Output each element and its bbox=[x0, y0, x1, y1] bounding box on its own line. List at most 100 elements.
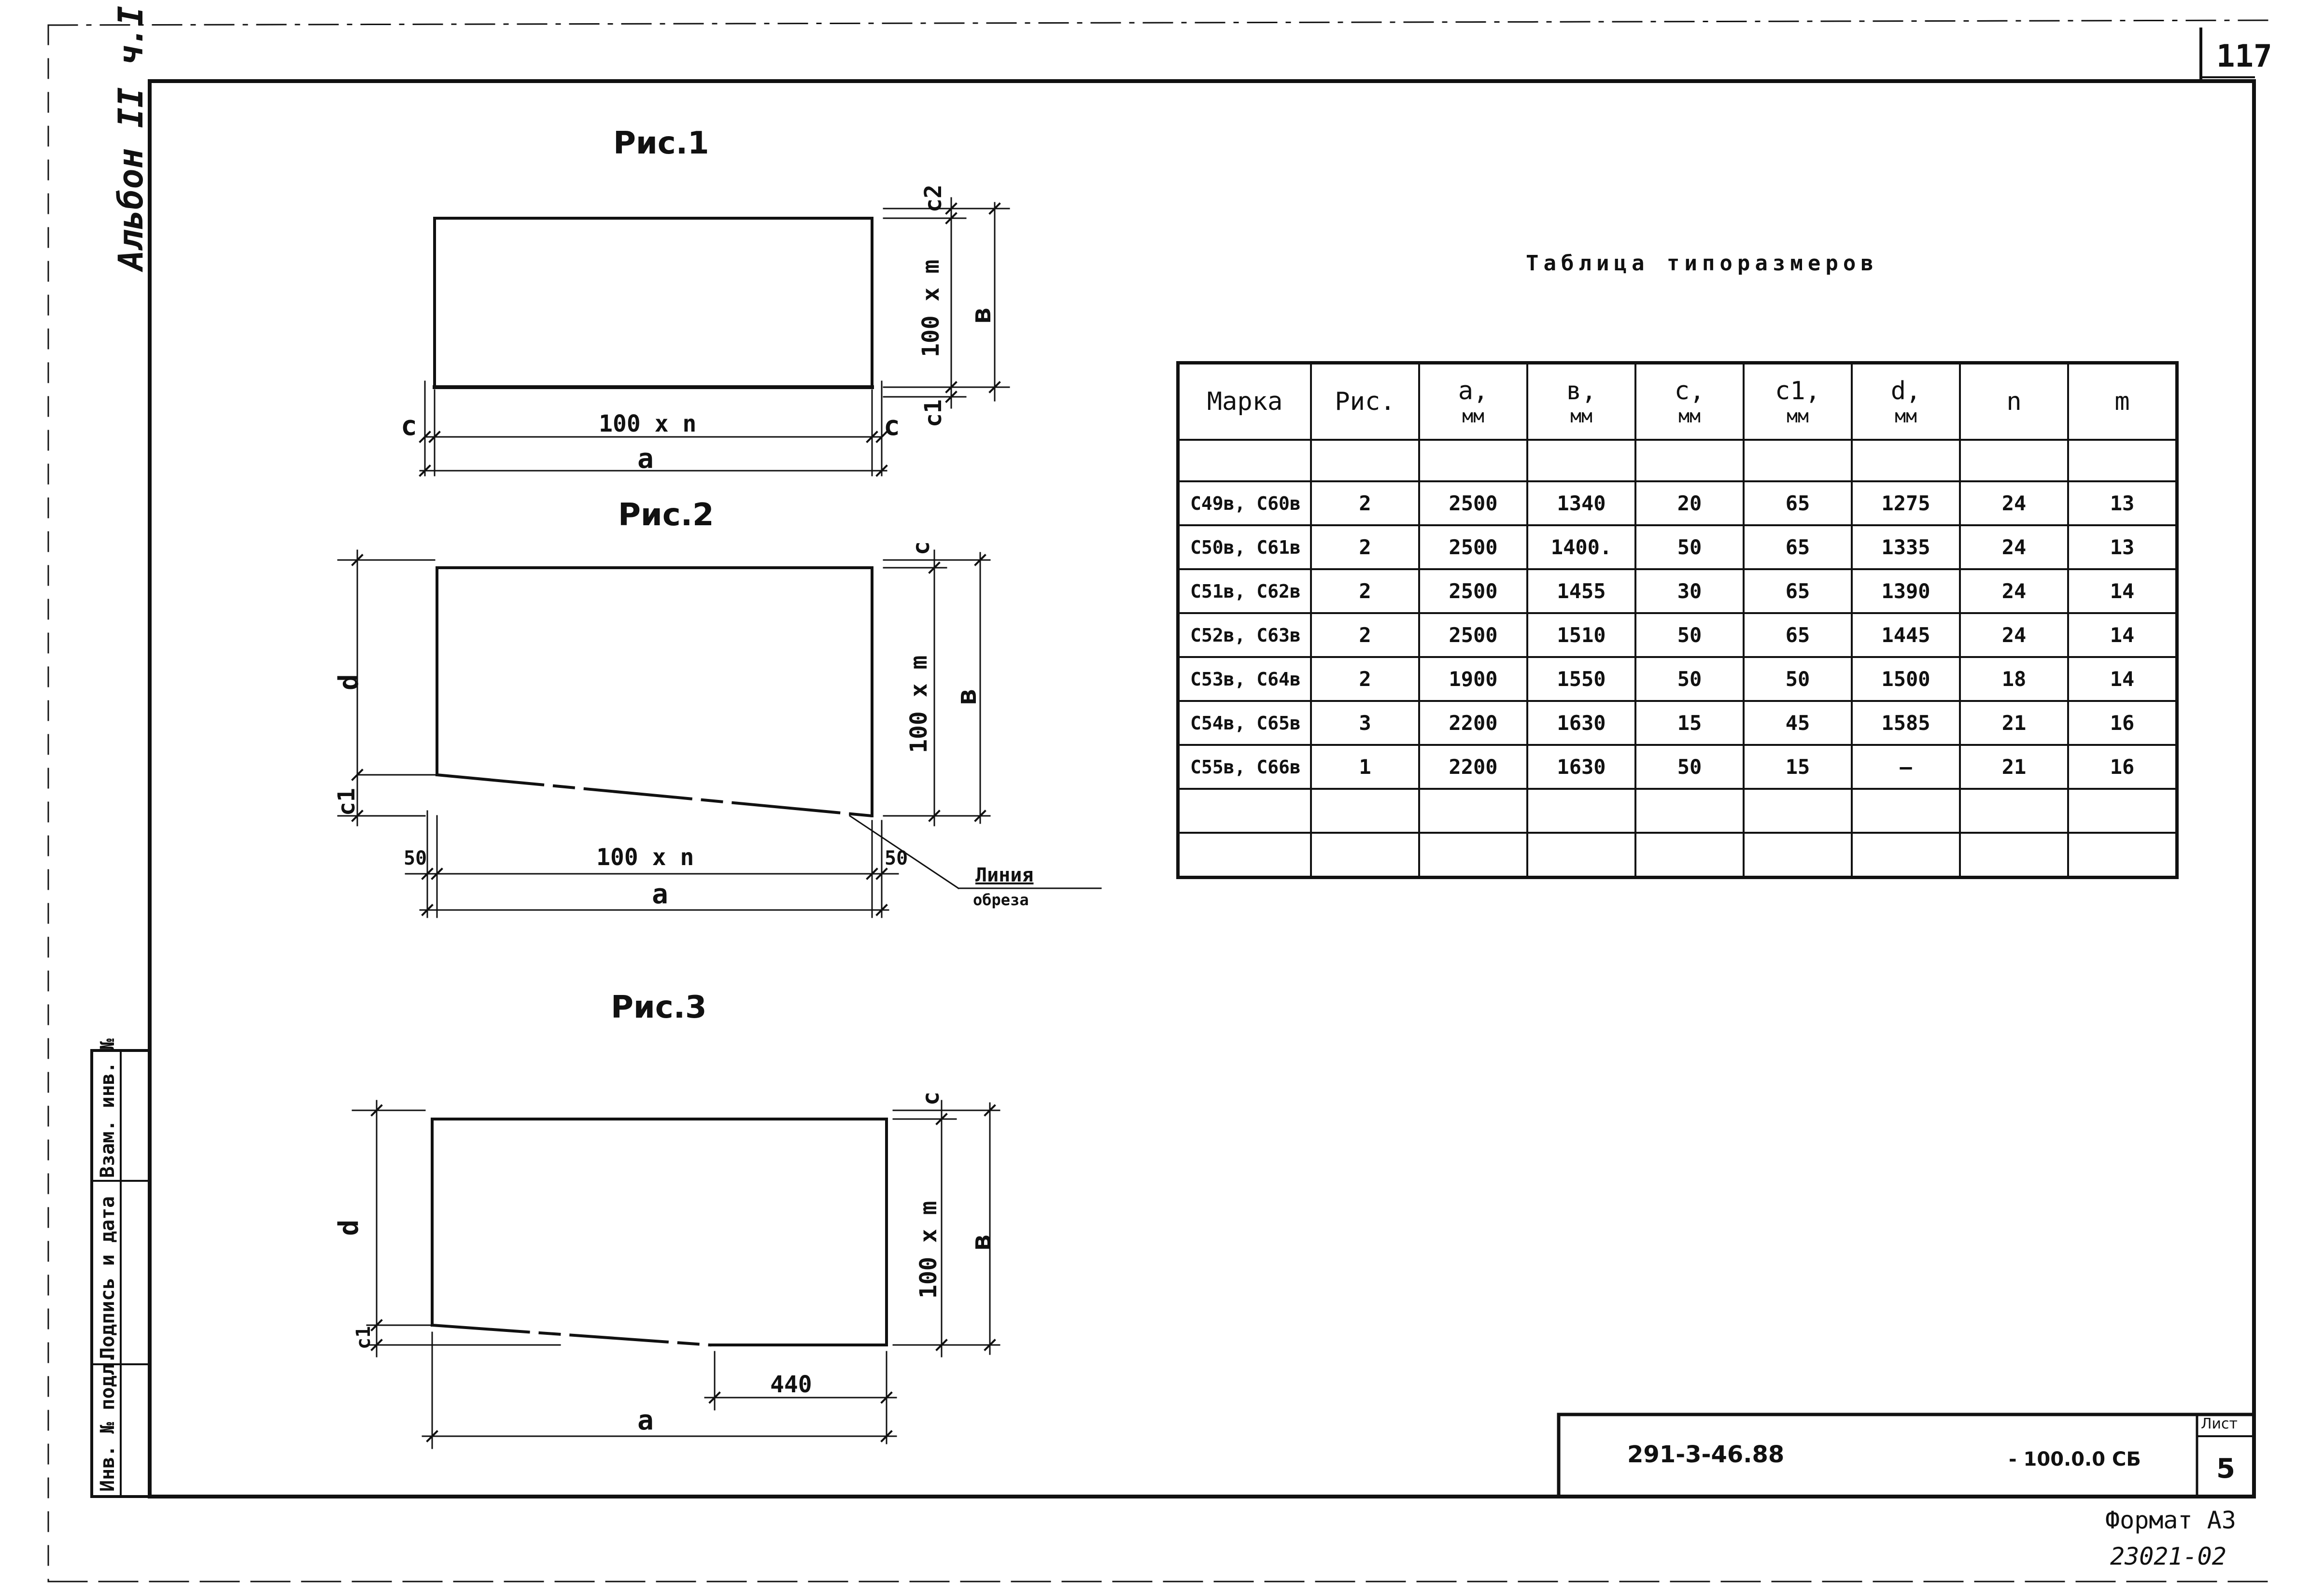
cell-a: 2200 bbox=[1418, 700, 1528, 746]
cell-a: 2500 bbox=[1418, 524, 1528, 570]
header-c: c,мм bbox=[1634, 362, 1745, 441]
table-row-empty bbox=[1177, 832, 2178, 879]
fig3-dim-a: a bbox=[637, 1405, 654, 1436]
cell-n: 24 bbox=[1959, 524, 2069, 570]
table-row-empty bbox=[1177, 788, 2178, 834]
cell-d: 1335 bbox=[1851, 524, 1961, 570]
fig3-panel-outline bbox=[431, 1118, 888, 1346]
fig3-dim-440: 440 bbox=[770, 1371, 812, 1398]
header-c1: c1,мм bbox=[1743, 362, 1853, 441]
fig2-dim-c: c bbox=[908, 541, 935, 555]
cell-m: 14 bbox=[2067, 612, 2178, 658]
stamp-inv-original: Инв. № подл. bbox=[97, 1352, 119, 1492]
cell-marka: C52в, C63в bbox=[1177, 612, 1312, 658]
header-a: a,мм bbox=[1418, 362, 1528, 441]
header-marka: Марка bbox=[1177, 362, 1312, 441]
table-row: C50в, C61в 2 2500 1400. 50 65 1335 24 13 bbox=[1177, 524, 2178, 570]
cell-n: 24 bbox=[1959, 612, 2069, 658]
title-block-sheet-number: 5 bbox=[2216, 1453, 2235, 1484]
cell-c1: 65 bbox=[1743, 568, 1853, 614]
cell-m: 16 bbox=[2067, 744, 2178, 790]
fig3-title: Рис.3 bbox=[611, 990, 707, 1025]
cell-marka: C50в, C61в bbox=[1177, 524, 1312, 570]
cell-b: 1400. bbox=[1526, 524, 1636, 570]
header-fig: Рис. bbox=[1310, 362, 1420, 441]
fig3-dim-c: c bbox=[917, 1092, 944, 1106]
fig2-panel-outline bbox=[436, 566, 873, 817]
cell-m: 13 bbox=[2067, 524, 2178, 570]
cell-c: 50 bbox=[1634, 656, 1745, 702]
cell-c: 50 bbox=[1634, 744, 1745, 790]
cell-marka: C55в, C66в bbox=[1177, 744, 1312, 790]
fig2-dim-100n: 100 x n bbox=[596, 844, 694, 871]
table-row: C51в, C62в 2 2500 1455 30 65 1390 24 14 bbox=[1177, 568, 2178, 614]
cell-d: 1445 bbox=[1851, 612, 1961, 658]
cell-marka: C53в, C64в bbox=[1177, 656, 1312, 702]
header-b: в,мм bbox=[1526, 362, 1636, 441]
table-row: C53в, C64в 2 1900 1550 50 50 1500 18 14 bbox=[1177, 656, 2178, 702]
album-label: Альбон II ч.I bbox=[111, 6, 151, 270]
fig3-dim-100m: 100 x m bbox=[915, 1201, 942, 1299]
cell-n: 24 bbox=[1959, 480, 2069, 526]
cell-a: 2200 bbox=[1418, 744, 1528, 790]
cell-m: 16 bbox=[2067, 700, 2178, 746]
cell-d: — bbox=[1851, 744, 1961, 790]
fig2-cut-line-label-2: обреза bbox=[973, 891, 1029, 909]
cell-c1: 45 bbox=[1743, 700, 1853, 746]
fig3-dim-b: в bbox=[966, 1234, 997, 1250]
cell-n: 18 bbox=[1959, 656, 2069, 702]
cell-fig: 2 bbox=[1310, 568, 1420, 614]
fig1-dim-c-right: c bbox=[884, 410, 900, 442]
fig2-dim-d: d bbox=[333, 674, 365, 690]
cell-c: 15 bbox=[1634, 700, 1745, 746]
cell-c1: 65 bbox=[1743, 524, 1853, 570]
cell-a: 1900 bbox=[1418, 656, 1528, 702]
table-row: C55в, C66в 1 2200 1630 50 15 — 21 16 bbox=[1177, 744, 2178, 790]
fig1-dim-b: в bbox=[966, 307, 997, 323]
cell-m: 14 bbox=[2067, 656, 2178, 702]
cell-b: 1630 bbox=[1526, 744, 1636, 790]
fig3-dim-c1: c1 bbox=[352, 1326, 375, 1349]
fig2-cut-line-label: Линия bbox=[975, 864, 1034, 886]
cell-fig: 2 bbox=[1310, 524, 1420, 570]
table-row-blank bbox=[1177, 439, 2178, 482]
table-row: C52в, C63в 2 2500 1510 50 65 1445 24 14 bbox=[1177, 612, 2178, 658]
fig2-dim-c1: c1 bbox=[333, 788, 360, 816]
cell-b: 1550 bbox=[1526, 656, 1636, 702]
cell-fig: 3 bbox=[1310, 700, 1420, 746]
header-m: m bbox=[2067, 362, 2178, 441]
fig1-dim-a: a bbox=[637, 443, 654, 475]
cell-a: 2500 bbox=[1418, 612, 1528, 658]
cell-d: 1500 bbox=[1851, 656, 1961, 702]
page-number: 117 bbox=[2216, 39, 2272, 74]
fig1-dim-c2: c2 bbox=[920, 184, 947, 212]
header-d: d,мм bbox=[1851, 362, 1961, 441]
fig3-dim-d: d bbox=[333, 1219, 365, 1236]
title-block-sheet-label: Лист bbox=[2201, 1415, 2238, 1432]
table-row: C49в, C60в 2 2500 1340 20 65 1275 24 13 bbox=[1177, 480, 2178, 526]
cell-c: 50 bbox=[1634, 524, 1745, 570]
cell-fig: 2 bbox=[1310, 612, 1420, 658]
cell-fig: 2 bbox=[1310, 656, 1420, 702]
stamp-signature-date: Подпись и дата bbox=[97, 1196, 119, 1359]
fig1-dim-100n: 100 x n bbox=[599, 410, 697, 437]
cell-c1: 65 bbox=[1743, 480, 1853, 526]
cell-fig: 1 bbox=[1310, 744, 1420, 790]
cell-b: 1340 bbox=[1526, 480, 1636, 526]
fig1-dim-100m: 100 x m bbox=[917, 259, 944, 357]
cell-d: 1275 bbox=[1851, 480, 1961, 526]
table-header-row: Марка Рис. a,мм в,мм c,мм c1,мм d,мм n m bbox=[1177, 362, 2178, 441]
cell-marka: C51в, C62в bbox=[1177, 568, 1312, 614]
cell-n: 21 bbox=[1959, 744, 2069, 790]
cell-b: 1455 bbox=[1526, 568, 1636, 614]
fig2-dim-50-left: 50 bbox=[404, 847, 427, 869]
cell-d: 1390 bbox=[1851, 568, 1961, 614]
inventory-code: 23021-02 bbox=[2110, 1542, 2226, 1570]
cell-a: 2500 bbox=[1418, 480, 1528, 526]
cell-marka: C54в, C65в bbox=[1177, 700, 1312, 746]
table-row: C54в, C65в 3 2200 1630 15 45 1585 21 16 bbox=[1177, 700, 2178, 746]
fig2-title: Рис.2 bbox=[618, 497, 714, 533]
cell-c: 20 bbox=[1634, 480, 1745, 526]
cell-m: 13 bbox=[2067, 480, 2178, 526]
